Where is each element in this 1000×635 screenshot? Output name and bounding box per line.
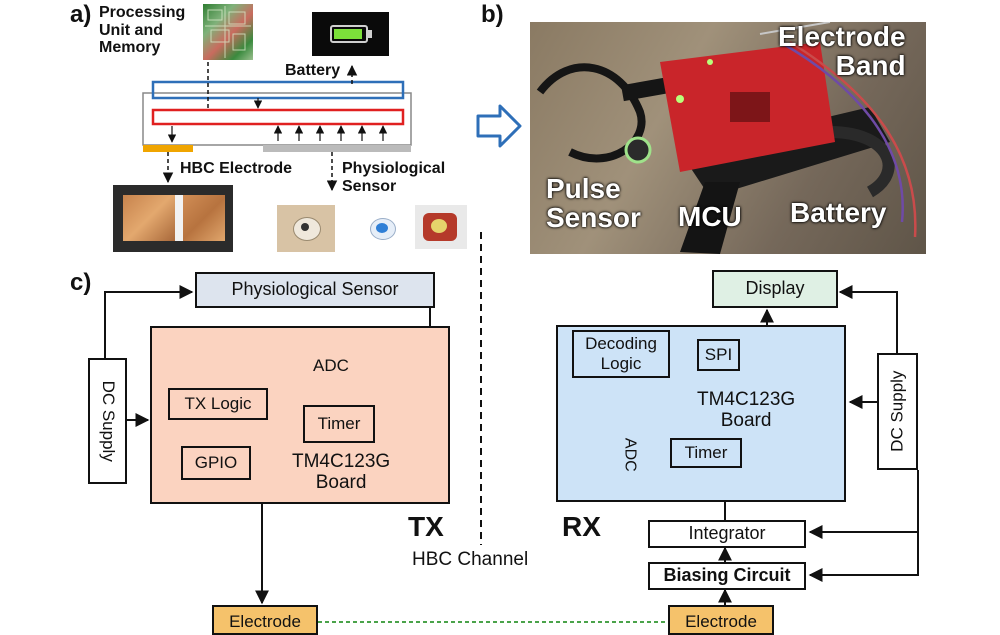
- tx-board-label: TM4C123G Board: [292, 451, 391, 493]
- hbc-channel-label: HBC Channel: [412, 549, 529, 570]
- tx-label: TX: [408, 511, 444, 542]
- battery-label: Battery: [285, 62, 341, 79]
- electrode-image: [113, 185, 233, 252]
- electrode-band-label: Electrode Band: [778, 22, 906, 82]
- hbc-electrode-label: HBC Electrode: [180, 160, 293, 177]
- rx-adc-label: ADC: [613, 438, 647, 472]
- tx-timer-box: Timer: [303, 405, 375, 443]
- tx-logic-box: TX Logic: [168, 388, 268, 420]
- tx-dc-supply-label: DC Supply: [98, 380, 118, 462]
- rx-dc-supply-box: DC Supply: [877, 353, 918, 470]
- rx-board-label: TM4C123G Board: [697, 389, 796, 431]
- processing-unit-label: Processing Unit and Memory: [99, 4, 186, 57]
- battery-photo-label: Battery: [790, 197, 887, 228]
- panel-label-c: c): [70, 269, 92, 296]
- rx-dc-supply-label: DC Supply: [887, 370, 907, 453]
- sensor-image-3: [415, 205, 467, 249]
- rx-integrator-box: Integrator: [648, 520, 806, 548]
- device-stack: [142, 62, 412, 192]
- rx-biasing-circuit-box: Biasing Circuit: [648, 562, 806, 590]
- sensor-image-1: [277, 205, 335, 252]
- panel-label-a: a): [70, 1, 92, 28]
- panel-label-b: b): [481, 1, 504, 28]
- rx-label: RX: [562, 511, 601, 542]
- sensor-image-2: [367, 215, 397, 241]
- rx-electrode-box: Electrode: [668, 605, 774, 635]
- tx-adc-label: ADC: [313, 356, 349, 375]
- rx-adc-text: ADC: [621, 437, 639, 472]
- rx-display-box: Display: [712, 270, 838, 308]
- tx-physiological-sensor-box: Physiological Sensor: [195, 272, 435, 308]
- pulse-sensor-label: Pulse Sensor: [546, 173, 641, 234]
- tx-gpio-box: GPIO: [181, 446, 251, 480]
- tx-electrode-box: Electrode: [212, 605, 318, 635]
- tx-dc-supply-box: DC Supply: [88, 358, 127, 484]
- rx-timer-box: Timer: [670, 438, 742, 468]
- hollow-arrow-icon: [476, 104, 522, 148]
- battery-image: [312, 12, 389, 56]
- prototype-photo: Electrode Band Pulse Sensor MCU Battery: [530, 22, 926, 254]
- processing-unit-image: [203, 4, 253, 60]
- rx-decoding-logic-box: Decoding Logic: [572, 330, 670, 378]
- physiological-sensor-label: Physiological Sensor: [342, 160, 446, 195]
- mcu-label: MCU: [678, 201, 742, 232]
- rx-spi-box: SPI: [697, 339, 740, 371]
